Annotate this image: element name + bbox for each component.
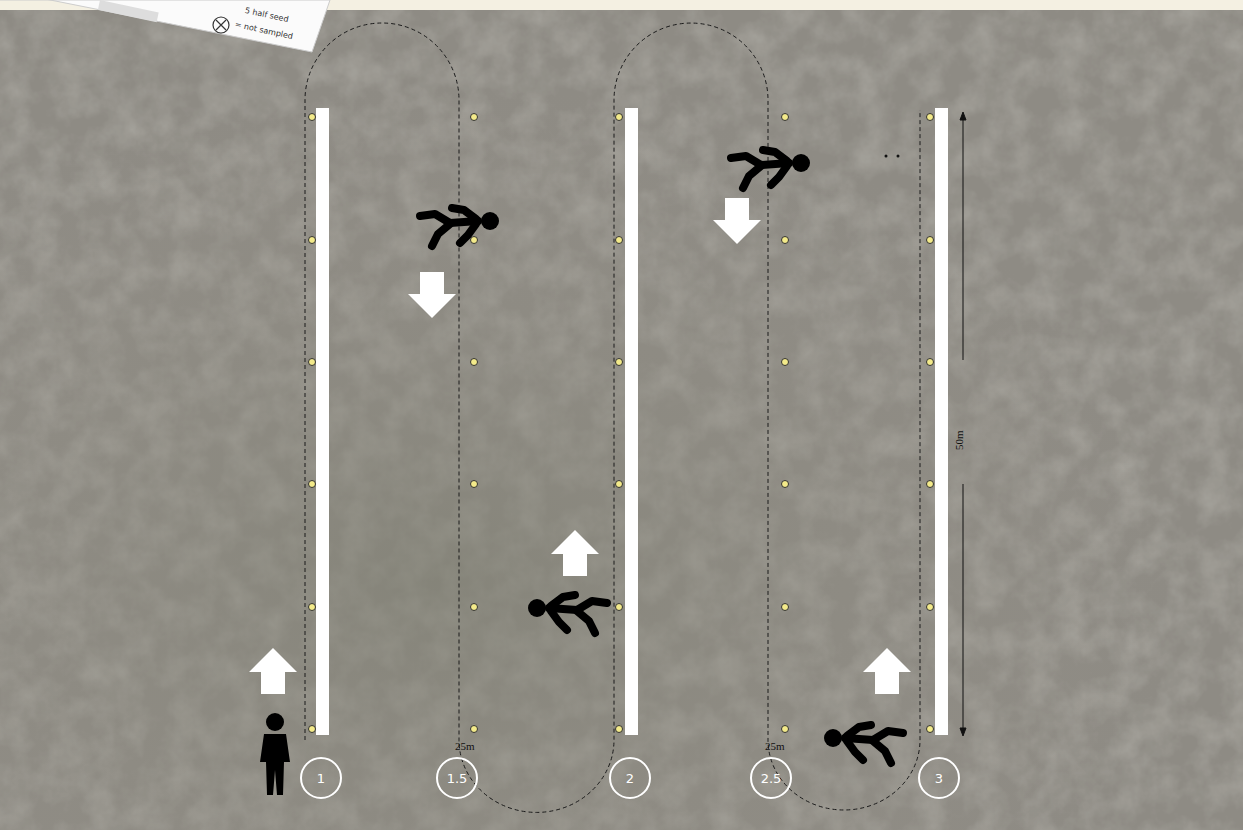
- transect-label: 1: [317, 771, 325, 786]
- sample-point: [782, 726, 789, 733]
- sample-point: [927, 726, 934, 733]
- transect-number: 2: [609, 757, 651, 799]
- sample-point: [309, 359, 316, 366]
- sample-point: [309, 481, 316, 488]
- sample-point: [616, 359, 623, 366]
- sample-point: [927, 604, 934, 611]
- transect-number: 3: [918, 757, 960, 799]
- sample-point: [471, 726, 478, 733]
- sample-point: [616, 726, 623, 733]
- transect-label: 2: [626, 771, 634, 786]
- sample-point: [309, 237, 316, 244]
- sample-point: [616, 114, 623, 121]
- transect-number: 2.5: [750, 757, 792, 799]
- transect-number: 1.5: [436, 757, 478, 799]
- sample-point: [471, 481, 478, 488]
- sample-point: [471, 237, 478, 244]
- transect-label: 3: [935, 771, 943, 786]
- sample-point: [782, 359, 789, 366]
- distance-label: 25m: [455, 740, 475, 752]
- sample-point: [471, 359, 478, 366]
- transect-number: 1: [300, 757, 342, 799]
- sample-point: [309, 114, 316, 121]
- sample-point: [927, 359, 934, 366]
- sample-point: [471, 114, 478, 121]
- sample-point: [309, 726, 316, 733]
- sample-point: [927, 237, 934, 244]
- sample-point: [927, 481, 934, 488]
- sample-point: [616, 604, 623, 611]
- sample-point: [616, 481, 623, 488]
- sample-point: [309, 604, 316, 611]
- transect-label: 2.5: [761, 771, 782, 786]
- transect-label: 1.5: [447, 771, 468, 786]
- sample-point: [782, 114, 789, 121]
- dimension-label: 50m: [953, 430, 965, 450]
- sample-point: [616, 237, 623, 244]
- distance-label: 25m: [765, 740, 785, 752]
- sample-point: [782, 481, 789, 488]
- sample-point: [782, 237, 789, 244]
- sample-point: [927, 114, 934, 121]
- sample-point: [471, 604, 478, 611]
- sample-point: [782, 604, 789, 611]
